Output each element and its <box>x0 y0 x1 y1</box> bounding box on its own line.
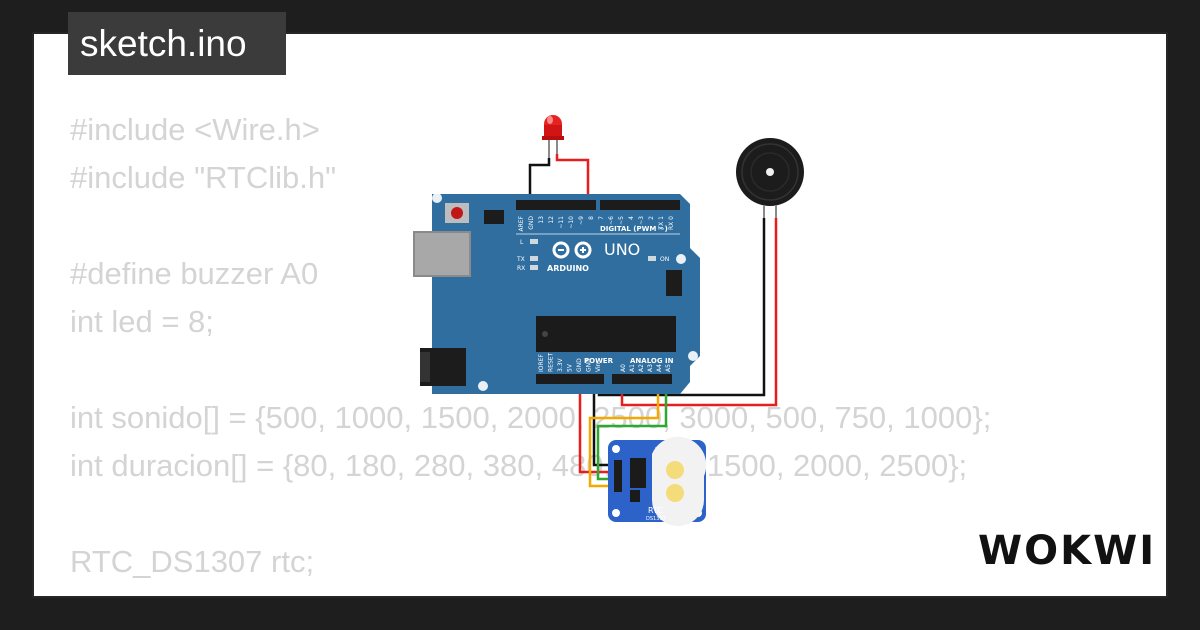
wokwi-logo: WOKWI <box>978 528 1157 574</box>
pin-label: A3 <box>647 364 654 372</box>
wire-led-gnd <box>528 158 551 208</box>
icsp-header-top <box>484 210 504 224</box>
pin-label: 3.3V <box>557 357 564 372</box>
header-digital-a <box>516 200 596 210</box>
pin-label: 4 <box>628 216 635 220</box>
pin-label: GND <box>576 358 583 372</box>
wire-rtc-scl <box>596 372 668 481</box>
pin-label: RESET <box>548 352 555 372</box>
pin-label: 12 <box>548 216 555 224</box>
digital-label: DIGITAL (PWM ~) <box>600 225 668 233</box>
pin-label: 8 <box>588 216 595 220</box>
pin-label: ~9 <box>578 216 585 225</box>
wire-rtc-sda <box>588 372 660 488</box>
piezo-buzzer[interactable] <box>736 138 804 218</box>
rtc-ds1307-module[interactable]: RTC DS1307 <box>608 436 707 526</box>
pin-label: ~5 <box>618 216 625 225</box>
code-line: char daysOfTheWeek[7][12] = {"Domingo", … <box>70 586 1077 596</box>
coin-cell-holder <box>652 436 707 526</box>
led-label-rx: RX <box>517 265 525 272</box>
pin-label: 13 <box>538 216 545 224</box>
code-line: int sonido[] = {500, 1000, 1500, 2000, 2… <box>70 400 992 435</box>
pin-label: ~3 <box>638 216 645 225</box>
pin-label: ~6 <box>608 216 615 225</box>
wire-led-pin8 <box>555 154 590 208</box>
usb-port <box>414 232 470 276</box>
code-preview: #include <Wire.h> #include "RTClib.h" #def… <box>70 106 1077 596</box>
rtc-label: RTC <box>648 506 663 515</box>
led-l <box>530 239 538 244</box>
pin-label: A5 <box>665 364 672 372</box>
board-brand: ARDUINO <box>547 264 589 273</box>
microcontroller-chip <box>536 316 676 352</box>
pin-label: A1 <box>629 364 636 372</box>
led-tx <box>530 256 538 261</box>
header-analog <box>612 374 672 384</box>
pin-label: AREF <box>518 215 525 231</box>
led-label-on: ON <box>660 256 669 263</box>
pin-label: RX 0 <box>668 216 675 230</box>
pin-label: 7 <box>598 216 605 220</box>
analog-label: ANALOG IN <box>630 357 674 365</box>
board-model: UNO <box>604 240 640 259</box>
pin-label: A0 <box>620 364 627 372</box>
led-label-l: L <box>520 239 524 246</box>
code-line: #include "RTClib.h" <box>70 160 337 195</box>
pin-label: TX 1 <box>658 216 665 231</box>
preview-card: #include <Wire.h> #include "RTClib.h" #def… <box>32 32 1168 598</box>
arduino-logo <box>552 241 592 259</box>
pin-label: ~11 <box>558 216 565 229</box>
wire-rtc-5v <box>578 372 616 474</box>
code-line: RTC_DS1307 rtc; <box>70 544 315 579</box>
rtc-chip-label: DS1307 <box>646 516 666 522</box>
pin-label: 5V <box>567 363 574 372</box>
header-digital-b <box>600 200 680 210</box>
file-tab[interactable]: sketch.ino <box>68 12 286 75</box>
red-led[interactable] <box>542 115 564 158</box>
power-label: POWER <box>584 357 614 365</box>
icsp-header-right <box>666 270 682 296</box>
pin-label: GND <box>586 358 593 372</box>
pin-label: Vin <box>595 362 602 372</box>
code-line: #include <Wire.h> <box>70 112 320 147</box>
led-on <box>648 256 656 261</box>
pin-label: A2 <box>638 364 645 372</box>
led-rx <box>530 265 538 270</box>
led-label-tx: TX <box>516 256 525 263</box>
arduino-uno-board[interactable]: DIGITAL (PWM ~) POWER ANALOG IN UNO ARDU… <box>413 193 700 394</box>
pin-label: 2 <box>648 216 655 220</box>
code-line: int led = 8; <box>70 304 214 339</box>
code-line: #define buzzer A0 <box>70 256 319 291</box>
pin-label: ~10 <box>568 216 575 229</box>
header-power <box>536 374 604 384</box>
pin-label: A4 <box>656 364 663 372</box>
pin-label: IOREF <box>538 354 545 372</box>
pin-label: GND <box>528 216 535 230</box>
